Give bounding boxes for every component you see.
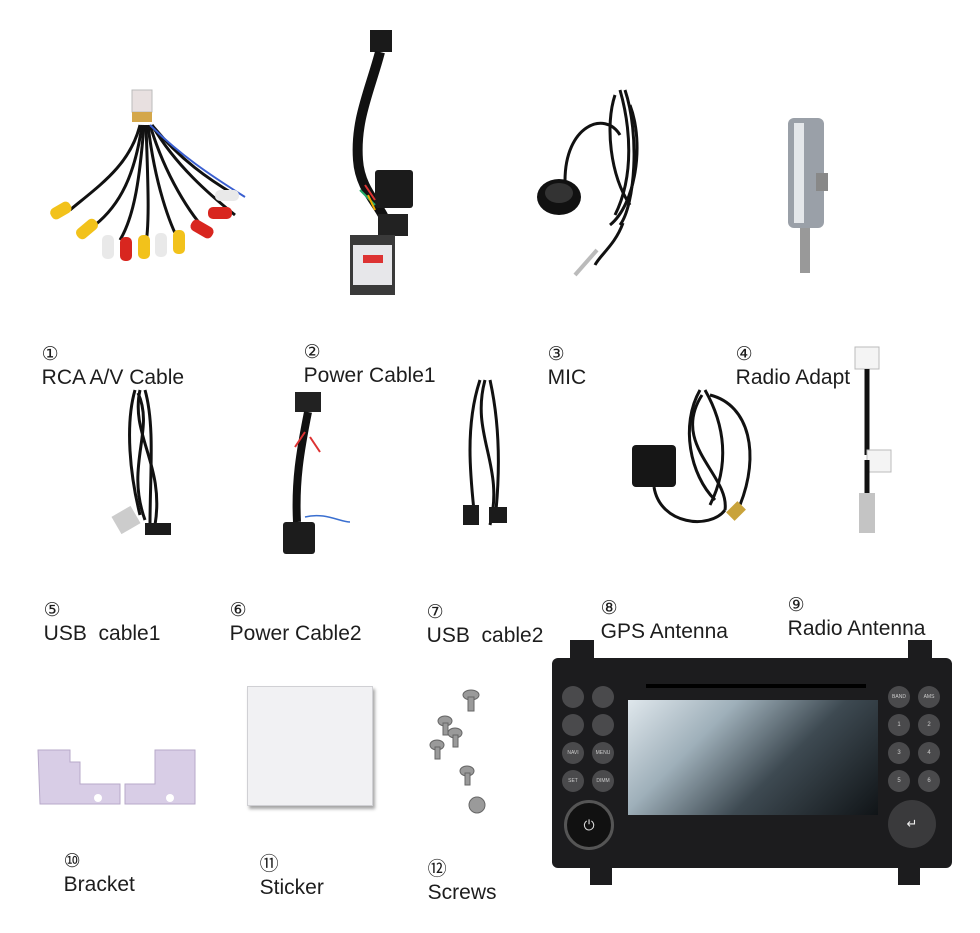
- item-2-label: Power Cable1: [303, 364, 436, 387]
- bottom-right-tab: [898, 865, 920, 885]
- item-6-caption: ⑥ Power Cable2: [218, 574, 362, 646]
- right-button-5[interactable]: 5: [888, 770, 910, 792]
- item-6-number: ⑥: [229, 600, 247, 621]
- rca-av-cable-image: [50, 89, 246, 261]
- item-8-label: GPS Antenna: [600, 620, 728, 643]
- item-8-caption: ⑧ GPS Antenna: [589, 572, 728, 644]
- item-9-caption: ⑨ Radio Antenna: [776, 569, 926, 641]
- right-button-ams[interactable]: AMS: [918, 686, 940, 708]
- power-cable2-image: [283, 392, 351, 554]
- right-button-2[interactable]: 2: [918, 714, 940, 736]
- screen: [628, 700, 878, 815]
- head-unit-image: NAVI MENU SET DIMM BAND AMS 1 2 3 4 5 6 …: [546, 640, 956, 885]
- left-button-2[interactable]: [592, 686, 614, 708]
- item-2-caption: ② Power Cable1: [292, 316, 436, 388]
- item-7-caption: ⑦ USB cable2: [415, 576, 544, 648]
- item-9-label: Radio Antenna: [787, 617, 926, 640]
- item-1-number: ①: [41, 344, 59, 365]
- left-button-dimm[interactable]: DIMM: [592, 770, 614, 792]
- right-button-band[interactable]: BAND: [888, 686, 910, 708]
- left-button-4[interactable]: [592, 714, 614, 736]
- left-button-grid: NAVI MENU SET DIMM: [562, 686, 616, 792]
- item-3-caption: ③ MIC: [536, 318, 587, 390]
- item-10-number: ⑩: [63, 851, 81, 872]
- power-knob[interactable]: ⏻: [564, 800, 614, 850]
- item-12-caption: ⑫ Screws: [416, 830, 497, 905]
- right-button-grid: BAND AMS 1 2 3 4 5 6: [888, 686, 942, 792]
- bottom-left-tab: [590, 865, 612, 885]
- bracket-image: [37, 749, 196, 805]
- item-11-label: Sticker: [259, 876, 324, 899]
- sticker-image: [247, 686, 373, 806]
- item-8-number: ⑧: [600, 598, 618, 619]
- power-cable1-image: [350, 30, 413, 295]
- item-9-number: ⑨: [787, 595, 805, 616]
- right-button-3[interactable]: 3: [888, 742, 910, 764]
- item-5-caption: ⑤ USB cable1: [32, 574, 161, 646]
- item-1-caption: ① RCA A/V Cable: [30, 318, 184, 390]
- item-3-number: ③: [547, 344, 565, 365]
- left-button-navi[interactable]: NAVI: [562, 742, 584, 764]
- usb-cable2-image: [463, 379, 507, 526]
- right-button-4[interactable]: 4: [918, 742, 940, 764]
- item-6-label: Power Cable2: [229, 622, 362, 645]
- screws-image: [429, 689, 486, 814]
- item-7-label: USB cable2: [426, 624, 544, 647]
- item-4-number: ④: [735, 344, 753, 365]
- gps-antenna-image: [632, 389, 752, 524]
- item-2-number: ②: [303, 342, 321, 363]
- item-10-label: Bracket: [63, 873, 135, 896]
- left-button-menu[interactable]: MENU: [592, 742, 614, 764]
- item-4-caption: ④ Radio Adapt: [724, 318, 850, 390]
- item-11-number: ⑪: [259, 854, 279, 875]
- item-5-label: USB cable1: [43, 622, 161, 645]
- power-icon: ⏻: [583, 816, 595, 833]
- disc-slot: [646, 684, 866, 688]
- left-button-1[interactable]: [562, 686, 584, 708]
- mic-image: [537, 89, 639, 277]
- enter-icon: ↵: [906, 816, 918, 831]
- top-left-tab: [570, 640, 594, 662]
- item-10-caption: ⑩ Bracket: [52, 825, 135, 897]
- right-button-1[interactable]: 1: [888, 714, 910, 736]
- item-12-label: Screws: [427, 881, 497, 904]
- usb-cable1-image: [111, 389, 171, 535]
- item-7-number: ⑦: [426, 602, 444, 623]
- radio-adapter-image: [788, 118, 828, 273]
- item-12-number: ⑫: [427, 859, 447, 880]
- item-1-label: RCA A/V Cable: [41, 366, 185, 389]
- top-right-tab: [908, 640, 932, 662]
- item-11-caption: ⑪ Sticker: [248, 825, 324, 900]
- item-3-label: MIC: [547, 366, 587, 389]
- item-4-label: Radio Adapt: [735, 366, 851, 389]
- left-button-set[interactable]: SET: [562, 770, 584, 792]
- item-5-number: ⑤: [43, 600, 61, 621]
- radio-antenna-image: [854, 346, 892, 533]
- nav-dpad[interactable]: ↵: [888, 800, 936, 848]
- left-button-3[interactable]: [562, 714, 584, 736]
- right-button-6[interactable]: 6: [918, 770, 940, 792]
